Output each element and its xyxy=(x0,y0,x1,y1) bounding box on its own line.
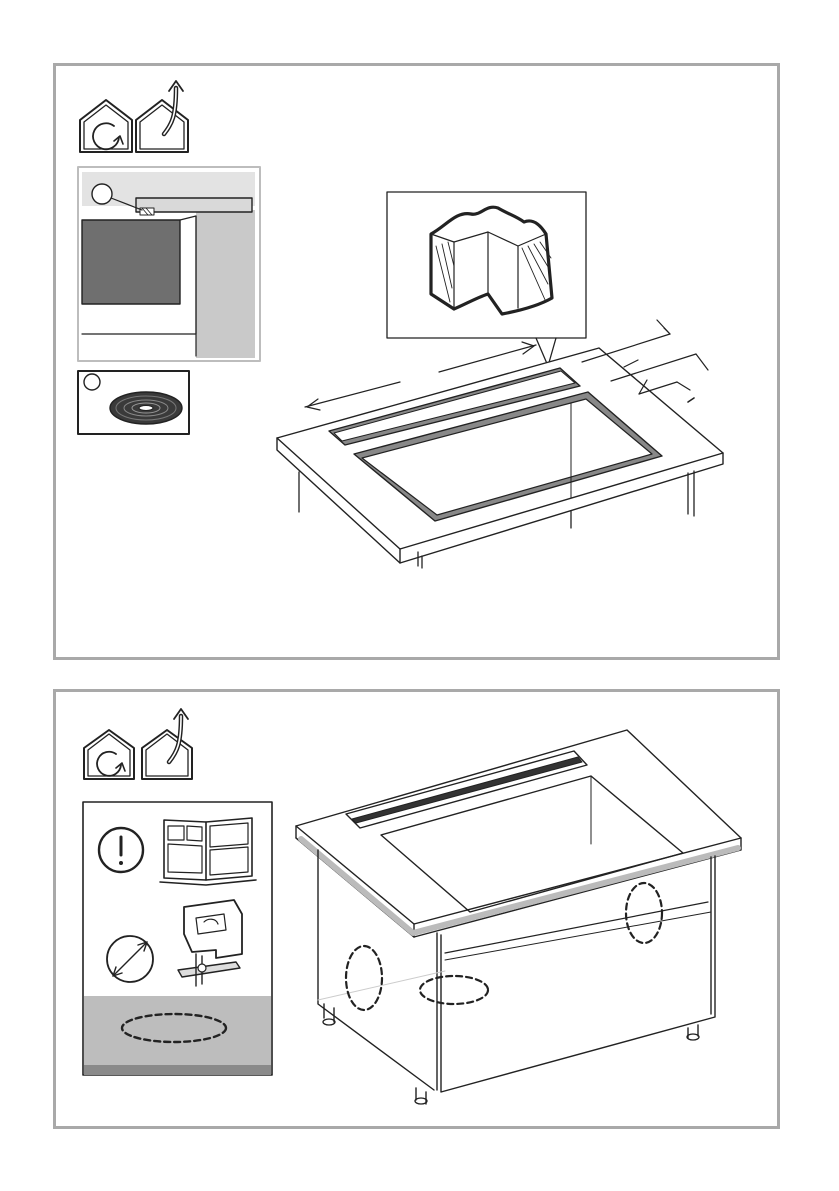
manual-book-icon xyxy=(160,818,256,885)
cabinet-with-vent-openings-drawing xyxy=(296,730,741,1104)
hole-cutting-info-box xyxy=(83,802,272,1075)
warning-icon xyxy=(99,828,143,872)
hole-diameter-icon xyxy=(107,936,153,982)
cabinet-instruction-illustration xyxy=(56,692,783,1132)
cut-edge-magnifier xyxy=(387,192,586,366)
countertop-cutout-drawing xyxy=(277,320,723,568)
cutout-instruction-panel xyxy=(53,63,780,660)
rotate-in-house-icon xyxy=(80,100,132,152)
rotate-in-house-icon xyxy=(84,730,134,779)
jigsaw-icon xyxy=(178,900,242,986)
cutout-instruction-illustration xyxy=(56,66,783,663)
ventilation-out-house-icon xyxy=(136,81,188,152)
sealing-tape-roll-icon xyxy=(78,371,189,434)
ventilation-out-house-icon xyxy=(142,709,192,779)
countertop-edge-detail xyxy=(78,167,260,361)
cabinet-instruction-panel xyxy=(53,689,780,1129)
